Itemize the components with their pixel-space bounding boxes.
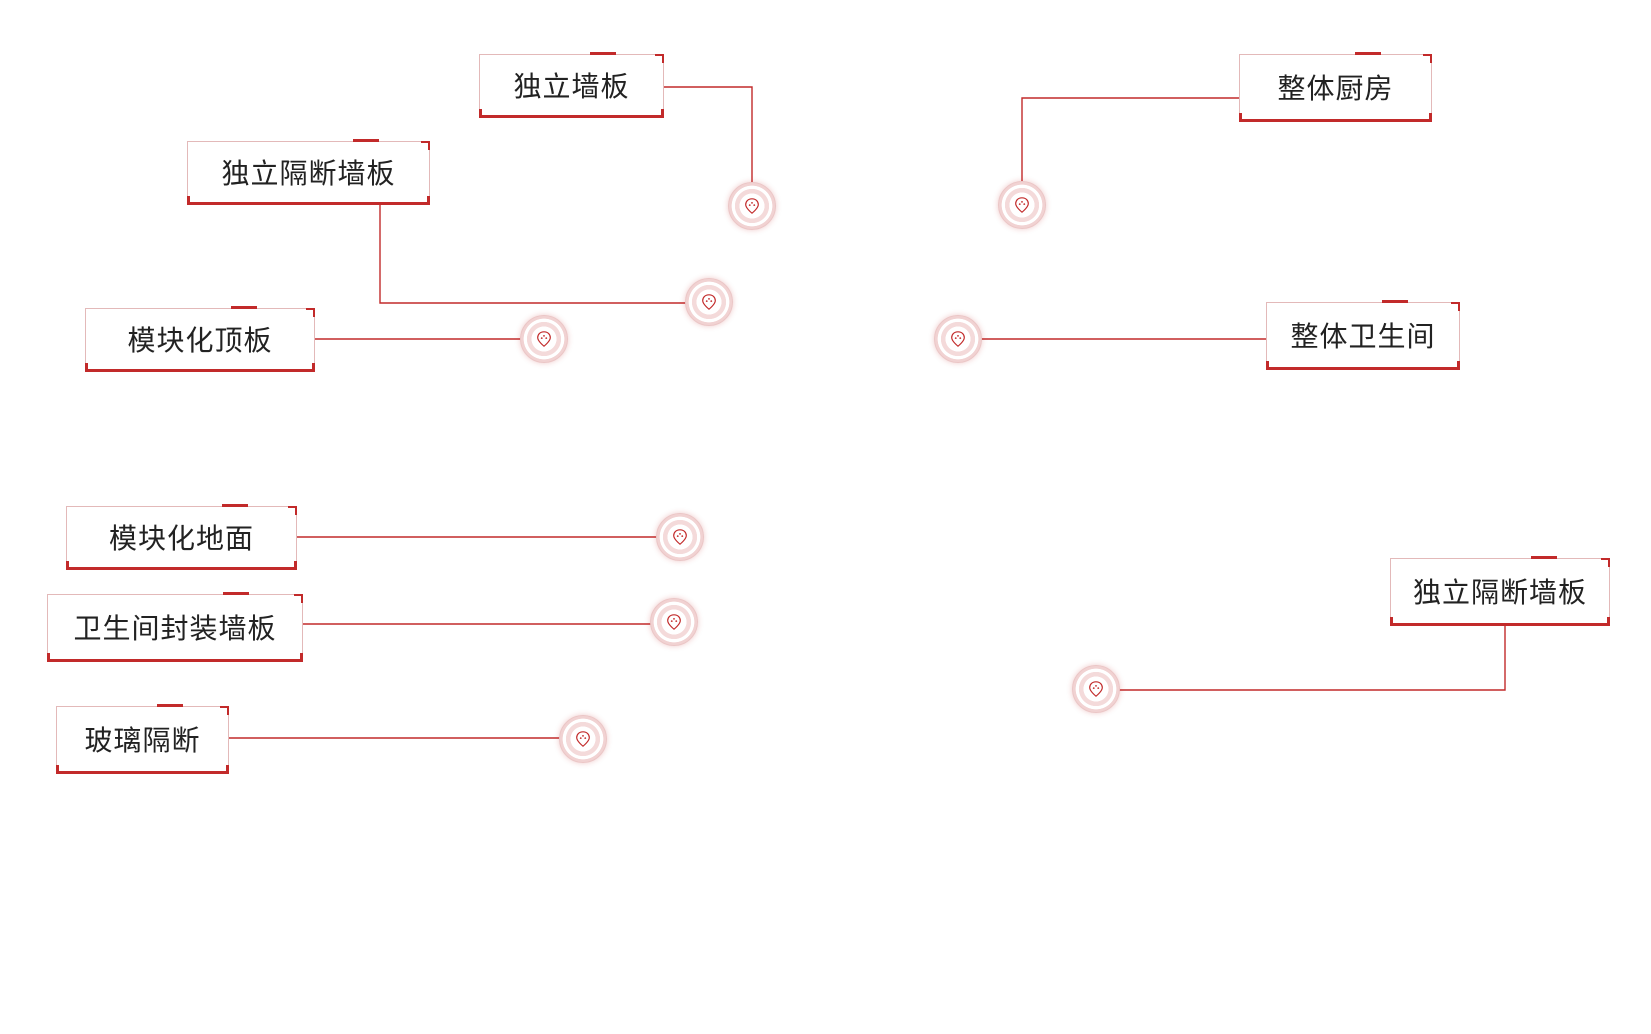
box-accent-tab <box>1531 556 1557 559</box>
hotspot-marker[interactable] <box>934 315 982 363</box>
box-corner-mark <box>66 561 75 570</box>
label-box[interactable]: 卫生间封装墙板 <box>47 592 303 662</box>
pin-icon <box>667 614 681 630</box>
box-corner-mark <box>56 765 65 774</box>
pin-icon <box>951 331 965 347</box>
box-corner-mark <box>1239 113 1248 122</box>
box-corner-mark <box>1390 617 1399 626</box>
hotspot-marker[interactable] <box>998 181 1046 229</box>
box-corner-mark <box>187 196 196 205</box>
box-accent-tab <box>157 704 183 707</box>
label-text: 模块化顶板 <box>127 324 273 357</box>
hotspot-marker[interactable] <box>1072 665 1120 713</box>
connector-line <box>642 86 753 206</box>
label-text: 独立墙板 <box>513 70 630 103</box>
box-corner-mark <box>294 594 303 603</box>
hotspot-marker[interactable] <box>559 715 607 763</box>
box-corner-mark <box>306 308 315 317</box>
box-corner-mark <box>655 109 664 118</box>
box-accent-tab <box>231 306 257 309</box>
hotspot-marker[interactable] <box>685 278 733 326</box>
hotspot-marker[interactable] <box>656 513 704 561</box>
box-accent-tab <box>590 52 616 55</box>
box-corner-mark <box>1601 617 1610 626</box>
pin-icon <box>745 198 759 214</box>
box-corner-mark <box>1451 361 1460 370</box>
box-accent-tab <box>222 504 248 507</box>
box-corner-mark <box>220 706 229 715</box>
box-corner-mark <box>85 363 94 372</box>
label-box[interactable]: 整体卫生间 <box>1266 300 1460 370</box>
connector-line <box>379 205 709 304</box>
pin-icon <box>1015 197 1029 213</box>
pin-icon <box>702 294 716 310</box>
label-text: 整体卫生间 <box>1290 320 1436 353</box>
box-corner-mark <box>421 141 430 150</box>
pin-icon <box>1089 681 1103 697</box>
label-text: 整体厨房 <box>1277 72 1394 105</box>
label-box[interactable]: 独立墙板 <box>479 52 664 118</box>
box-corner-mark <box>220 765 229 774</box>
hotspot-marker[interactable] <box>520 315 568 363</box>
hotspot-marker[interactable] <box>650 598 698 646</box>
box-corner-mark <box>1601 558 1610 567</box>
label-box[interactable]: 模块化顶板 <box>85 306 315 372</box>
pin-icon <box>537 331 551 347</box>
label-text: 独立隔断墙板 <box>221 157 396 190</box>
hotspot-marker[interactable] <box>728 182 776 230</box>
label-text: 卫生间封装墙板 <box>73 612 277 645</box>
box-corner-mark <box>655 54 664 63</box>
box-corner-mark <box>288 561 297 570</box>
box-corner-mark <box>47 653 56 662</box>
box-corner-mark <box>1266 361 1275 370</box>
pin-icon <box>673 529 687 545</box>
label-text: 模块化地面 <box>108 522 254 555</box>
box-corner-mark <box>288 506 297 515</box>
box-accent-tab <box>223 592 249 595</box>
label-text: 独立隔断墙板 <box>1412 576 1587 609</box>
box-corner-mark <box>479 109 488 118</box>
box-corner-mark <box>1423 113 1432 122</box>
connector-line <box>1021 97 1250 205</box>
box-corner-mark <box>306 363 315 372</box>
box-accent-tab <box>1382 300 1408 303</box>
label-text: 玻璃隔断 <box>84 724 201 757</box>
box-corner-mark <box>294 653 303 662</box>
box-accent-tab <box>1355 52 1381 55</box>
box-corner-mark <box>1423 54 1432 63</box>
box-accent-tab <box>353 139 379 142</box>
label-box[interactable]: 玻璃隔断 <box>56 704 229 774</box>
box-corner-mark <box>421 196 430 205</box>
label-box[interactable]: 独立隔断墙板 <box>187 139 430 205</box>
label-box[interactable]: 模块化地面 <box>66 504 297 570</box>
connector-line <box>1096 620 1506 691</box>
label-box[interactable]: 独立隔断墙板 <box>1390 556 1610 626</box>
label-box[interactable]: 整体厨房 <box>1239 52 1432 122</box>
pin-icon <box>576 731 590 747</box>
box-corner-mark <box>1451 302 1460 311</box>
